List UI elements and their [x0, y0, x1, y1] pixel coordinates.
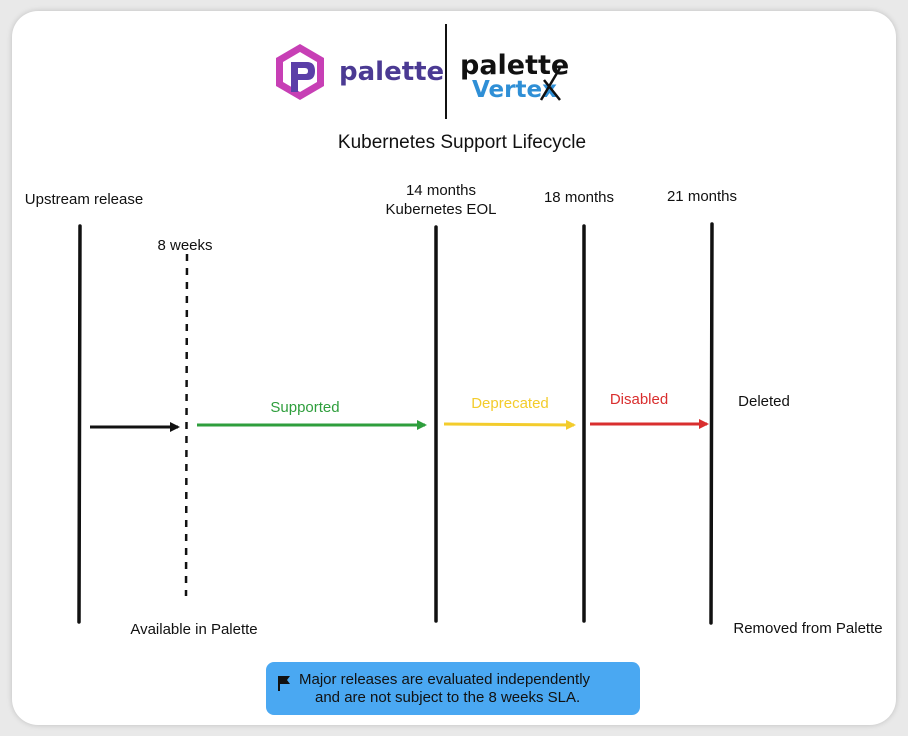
line-8-weeks [184, 253, 189, 597]
arrow-deprecated [443, 419, 576, 430]
label-8-weeks: 8 weeks [157, 237, 212, 254]
line-21-months [709, 222, 714, 625]
label-available-in-palette: Available in Palette [130, 621, 257, 638]
palette-vertex-logo: palette Vertex [460, 50, 569, 103]
note-line-2: and are not subject to the 8 weeks SLA. [315, 689, 581, 706]
vertex-x-icon [539, 67, 562, 101]
label-removed-from-palette: Removed from Palette [733, 620, 882, 637]
diagram-title: Kubernetes Support Lifecycle [338, 132, 586, 153]
phase-deleted: Deleted [738, 393, 790, 410]
label-kubernetes-eol: Kubernetes EOL [386, 201, 497, 218]
phase-disabled: Disabled [610, 391, 668, 408]
diagram-card [12, 11, 896, 725]
flag-icon [278, 676, 290, 691]
label-14-months: 14 months [406, 182, 476, 199]
vertex-top-wordmark: palette [460, 50, 569, 81]
palette-wordmark: palette [339, 57, 444, 87]
line-upstream-release [77, 224, 82, 624]
palette-hexagon-icon [276, 44, 324, 100]
label-18-months: 18 months [544, 189, 614, 206]
label-upstream-release: Upstream release [25, 191, 143, 208]
label-21-months: 21 months [667, 188, 737, 205]
phase-supported: Supported [270, 399, 339, 416]
note-callout: Major releases are evaluated independent… [266, 662, 640, 715]
palette-logo: palette [276, 44, 444, 100]
phase-deprecated: Deprecated [471, 395, 549, 412]
note-line-1: Major releases are evaluated independent… [299, 671, 591, 688]
